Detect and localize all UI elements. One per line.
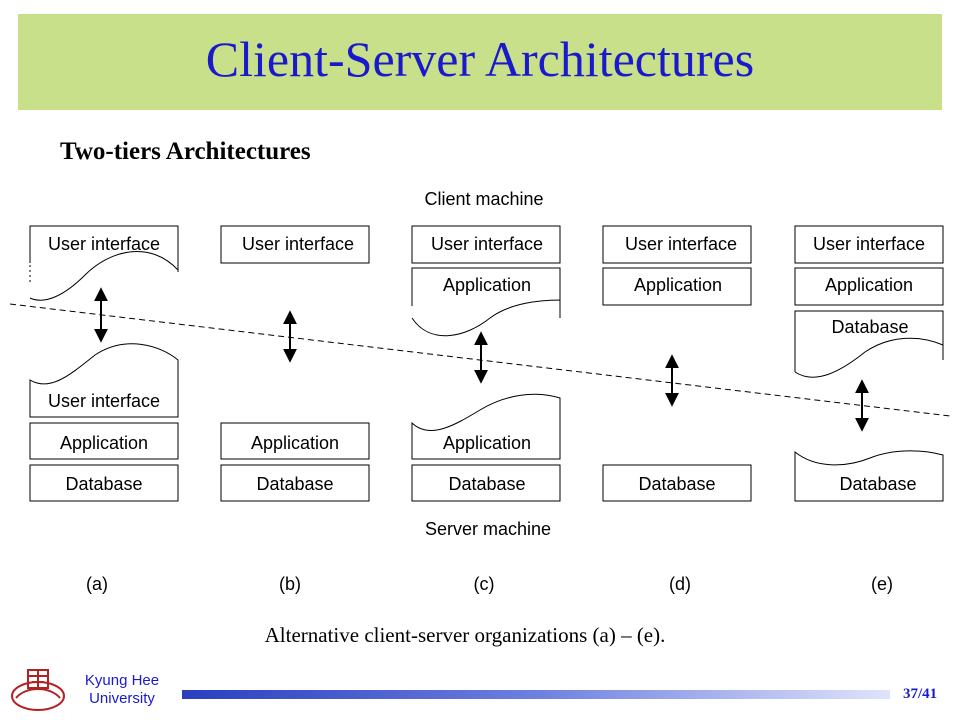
box-d-db-label: Database (638, 474, 715, 494)
box-a-client-ui-label: User interface (48, 234, 160, 254)
column-b: User interface Application Database (220, 225, 370, 502)
box-a-db-label: Database (65, 474, 142, 494)
figure-caption: Alternative client-server organizations … (264, 623, 666, 647)
client-machine-label: Client machine (424, 189, 543, 209)
box-b-client-ui (220, 225, 370, 264)
box-e-client-db (794, 310, 944, 378)
box-e-client-db-label: Database (831, 317, 908, 337)
box-d-client-ui (602, 225, 752, 264)
box-b-db-label: Database (256, 474, 333, 494)
university-name: Kyung Hee University (72, 672, 172, 708)
column-c: User interface Application Application D… (411, 225, 561, 502)
box-c-server-app (411, 393, 561, 460)
box-b-app-label: Application (251, 433, 339, 453)
box-d-client-app (602, 267, 752, 306)
box-e-client-ui-label: User interface (813, 234, 925, 254)
box-b-app (220, 422, 370, 460)
column-label-e: (e) (871, 574, 893, 594)
column-label-d: (d) (669, 574, 691, 594)
column-label-b: (b) (279, 574, 301, 594)
box-c-client-ui (411, 225, 561, 264)
box-c-server-app-label: Application (443, 433, 531, 453)
box-a-client-ui (29, 225, 179, 301)
box-e-client-app (794, 267, 944, 306)
box-d-client-ui-label: User interface (625, 234, 737, 254)
server-machine-label: Server machine (425, 519, 551, 539)
column-e: User interface Application Database Data… (794, 225, 944, 502)
section-subtitle: Two-tiers Architectures (60, 138, 311, 165)
box-a-db (29, 464, 179, 502)
slide-title: Client-Server Architectures (205, 31, 755, 87)
university-name-line1: Kyung Hee (84, 672, 160, 689)
footer-bar (182, 690, 890, 699)
box-c-client-app-label: Application (443, 275, 531, 295)
box-b-db (220, 464, 370, 502)
box-e-client-ui (794, 225, 944, 264)
box-a-server-ui (29, 343, 179, 418)
box-c-db-label: Database (448, 474, 525, 494)
box-d-client-app-label: Application (634, 275, 722, 295)
box-e-server-db-label: Database (839, 474, 916, 494)
architecture-diagram: Client machine Server machine User inter… (9, 189, 951, 594)
title-bar: Client-Server Architectures (18, 14, 942, 110)
column-a: User interface User interface Applicatio… (29, 225, 179, 502)
university-logo-icon (11, 669, 65, 711)
box-c-client-app (411, 267, 561, 337)
box-a-app-label: Application (60, 433, 148, 453)
box-e-client-app-label: Application (825, 275, 913, 295)
university-name-line2: University (89, 690, 155, 707)
column-label-c: (c) (474, 574, 495, 594)
column-d: User interface Application Database (602, 225, 752, 502)
box-e-server-db (794, 450, 944, 502)
box-a-app (29, 422, 179, 460)
box-a-server-ui-label: User interface (48, 391, 160, 411)
box-d-db (602, 464, 752, 502)
box-c-db (411, 464, 561, 502)
box-b-client-ui-label: User interface (242, 234, 354, 254)
box-c-client-ui-label: User interface (431, 234, 543, 254)
column-label-a: (a) (86, 574, 108, 594)
page-number: 37/41 (903, 686, 938, 702)
